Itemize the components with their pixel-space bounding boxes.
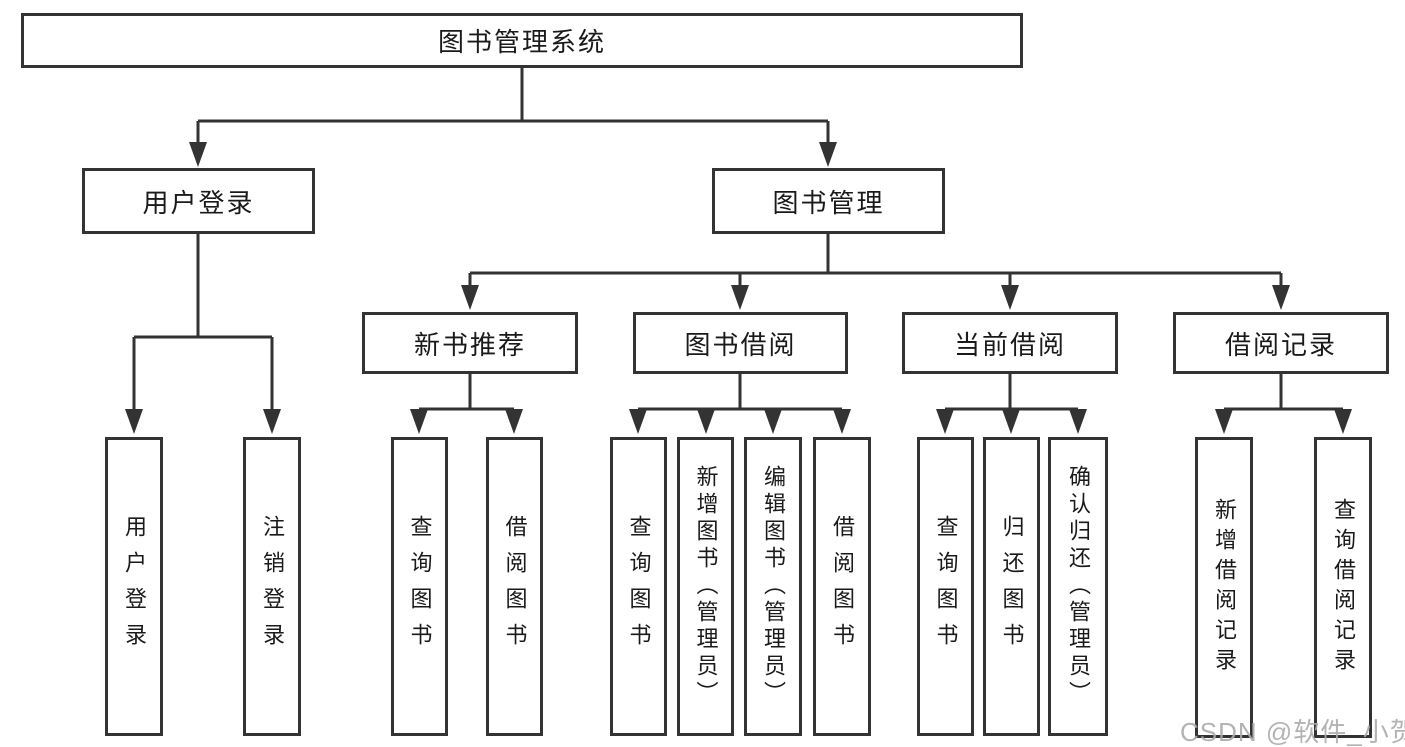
node-current-borrow: 当前借阅 bbox=[902, 312, 1118, 374]
leaf-label: 查询借阅记录 bbox=[1331, 497, 1356, 678]
arrowheads-user-login-children bbox=[125, 409, 281, 434]
arrowheads-current-borrow-children bbox=[936, 409, 1087, 434]
leaf-label: 新增图书（管理员） bbox=[693, 465, 719, 708]
node-library-management-system: 图书管理系统 bbox=[21, 13, 1023, 68]
arrowheads-book-mgmt-children bbox=[461, 285, 1290, 310]
leaf-query-books-current: 查询图书 bbox=[917, 437, 974, 736]
leaf-label: 注销登录 bbox=[260, 514, 285, 659]
arrowheads-level2 bbox=[189, 142, 837, 167]
node-label: 当前借阅 bbox=[953, 329, 1066, 360]
leaf-add-books-admin: 新增图书（管理员） bbox=[677, 437, 734, 736]
arrowheads-new-book-children bbox=[410, 409, 523, 434]
leaf-label: 编辑图书（管理员） bbox=[761, 465, 786, 708]
leaf-query-books-borrow: 查询图书 bbox=[610, 437, 667, 736]
connector-borrow-records-children bbox=[1224, 374, 1343, 411]
node-new-book-recommend: 新书推荐 bbox=[362, 312, 578, 374]
leaf-label: 新增借阅记录 bbox=[1212, 497, 1237, 678]
node-label: 图书管理系统 bbox=[437, 27, 606, 57]
leaf-borrow-books-recommend: 借阅图书 bbox=[486, 437, 543, 736]
connector-book-borrow-children bbox=[638, 374, 842, 411]
node-label: 借阅记录 bbox=[1224, 329, 1337, 360]
leaf-borrow-books: 借阅图书 bbox=[813, 437, 871, 736]
leaf-confirm-return-admin: 确认归还（管理员） bbox=[1048, 437, 1108, 736]
leaf-query-books-recommend: 查询图书 bbox=[391, 437, 448, 736]
connector-book-mgmt-children bbox=[468, 234, 1283, 288]
node-label: 图书借阅 bbox=[684, 329, 797, 360]
node-book-management: 图书管理 bbox=[712, 168, 945, 234]
arrowheads-book-borrow-children bbox=[629, 409, 851, 434]
leaf-query-borrow-record: 查询借阅记录 bbox=[1314, 437, 1372, 738]
connector-root-to-level2 bbox=[196, 68, 830, 146]
node-label: 新书推荐 bbox=[413, 329, 526, 360]
leaf-label: 查询图书 bbox=[933, 514, 959, 659]
node-label: 用户登录 bbox=[142, 187, 255, 218]
leaf-label: 确认归还（管理员） bbox=[1066, 465, 1091, 708]
connector-user-login-children bbox=[132, 234, 274, 412]
leaf-label: 借阅图书 bbox=[502, 514, 528, 659]
node-user-login: 用户登录 bbox=[82, 168, 315, 234]
leaf-label: 用户登录 bbox=[122, 514, 147, 659]
leaf-return-books: 归还图书 bbox=[983, 437, 1040, 736]
watermark: CSDN @软件_小贺同学 bbox=[1180, 717, 1405, 747]
connector-current-borrow-children bbox=[945, 374, 1078, 411]
leaf-label: 借阅图书 bbox=[830, 514, 855, 659]
leaf-add-borrow-record: 新增借阅记录 bbox=[1195, 437, 1253, 738]
connector-new-book-children bbox=[419, 374, 514, 411]
leaf-label: 查询图书 bbox=[626, 514, 652, 659]
leaf-edit-books-admin: 编辑图书（管理员） bbox=[744, 437, 802, 736]
leaf-user-login: 用户登录 bbox=[105, 437, 163, 736]
arrowheads-borrow-records-children bbox=[1215, 409, 1352, 434]
leaf-label: 查询图书 bbox=[407, 514, 433, 659]
node-label: 图书管理 bbox=[772, 187, 885, 218]
node-book-borrow: 图书借阅 bbox=[633, 312, 848, 374]
leaf-label: 归还图书 bbox=[999, 514, 1025, 659]
leaf-logout: 注销登录 bbox=[243, 437, 301, 736]
node-borrow-records: 借阅记录 bbox=[1173, 312, 1389, 374]
